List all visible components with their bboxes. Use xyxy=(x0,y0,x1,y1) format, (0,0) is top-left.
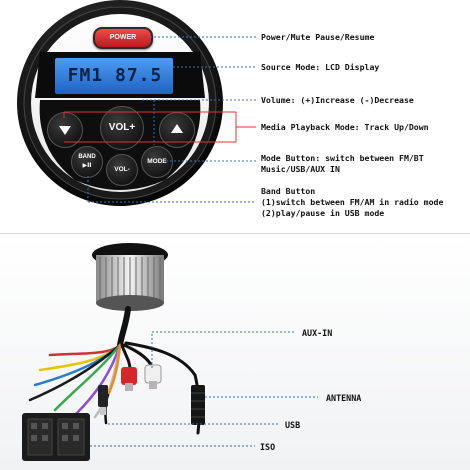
band-button[interactable]: BAND ▶II xyxy=(71,146,103,178)
heatsink xyxy=(92,243,168,311)
callout-playback: Media Playback Mode: Track Up/Down xyxy=(261,122,429,132)
lcd-display: FM1 87.5 xyxy=(67,65,163,86)
label-usb: USB xyxy=(285,420,301,430)
callout-mode-detail: Music/USB/AUX IN xyxy=(261,164,340,174)
power-button-label: POWER xyxy=(109,34,137,41)
iso-connector xyxy=(22,413,90,461)
antenna-connector xyxy=(191,385,205,425)
callout-volume: Volume: (+)Increase (-)Decrease xyxy=(261,95,414,105)
volume-up-label: VOL+ xyxy=(108,122,136,133)
callout-lines xyxy=(63,36,256,203)
mode-button-label: MODE xyxy=(147,158,167,165)
section-divider xyxy=(0,233,470,234)
wiring-harness-graphic xyxy=(22,243,318,461)
callout-band-title: Band Button xyxy=(261,186,316,196)
band-button-label: BAND xyxy=(78,154,96,160)
triangle-down-icon xyxy=(59,126,71,135)
callout-power: Power/Mute Pause/Resume xyxy=(261,32,375,42)
label-iso: ISO xyxy=(260,442,276,452)
rca-plugs xyxy=(121,364,162,391)
volume-up-button[interactable]: VOL+ xyxy=(100,106,144,150)
triangle-up-icon xyxy=(171,124,183,133)
callout-band-line2: (2)play/pause in USB mode xyxy=(261,208,385,218)
mode-button[interactable]: MODE xyxy=(141,146,173,178)
usb-connector xyxy=(98,385,108,415)
callout-band-line1: (1)switch between FM/AM in radio mode xyxy=(261,197,444,207)
volume-down-label: VOL- xyxy=(114,166,130,173)
callout-source: Source Mode: LCD Display xyxy=(261,62,380,72)
callout-mode-title: Mode Button: switch between FM/BT xyxy=(261,153,424,163)
play-pause-icon: ▶II xyxy=(82,162,92,169)
volume-down-button[interactable]: VOL- xyxy=(106,154,138,186)
label-aux-in: AUX-IN xyxy=(302,328,333,338)
label-antenna: ANTENNA xyxy=(326,393,362,403)
power-button[interactable]: POWER xyxy=(93,27,153,49)
